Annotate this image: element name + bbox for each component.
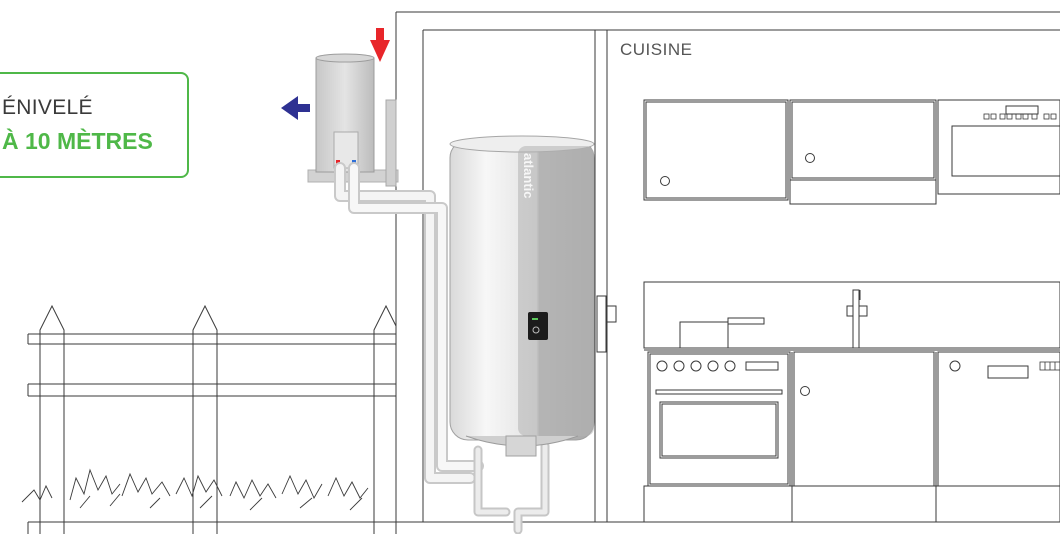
callout-text-line-1: ÉNIVELÉ xyxy=(2,96,93,120)
kitchen-lower-cabinets xyxy=(644,282,1060,522)
grass xyxy=(22,470,368,510)
blue-left-arrow-icon xyxy=(281,96,310,120)
height-callout-box: ÉNIVELÉ À 10 MÈTRES xyxy=(0,72,189,178)
callout-text-line-2: À 10 MÈTRES xyxy=(2,128,153,155)
heater-control-display xyxy=(528,312,548,340)
kitchen-upper-cabinets xyxy=(644,100,1060,204)
room-label-kitchen: CUISINE xyxy=(620,40,692,60)
heater-brand-logo: atlantic xyxy=(521,153,536,199)
